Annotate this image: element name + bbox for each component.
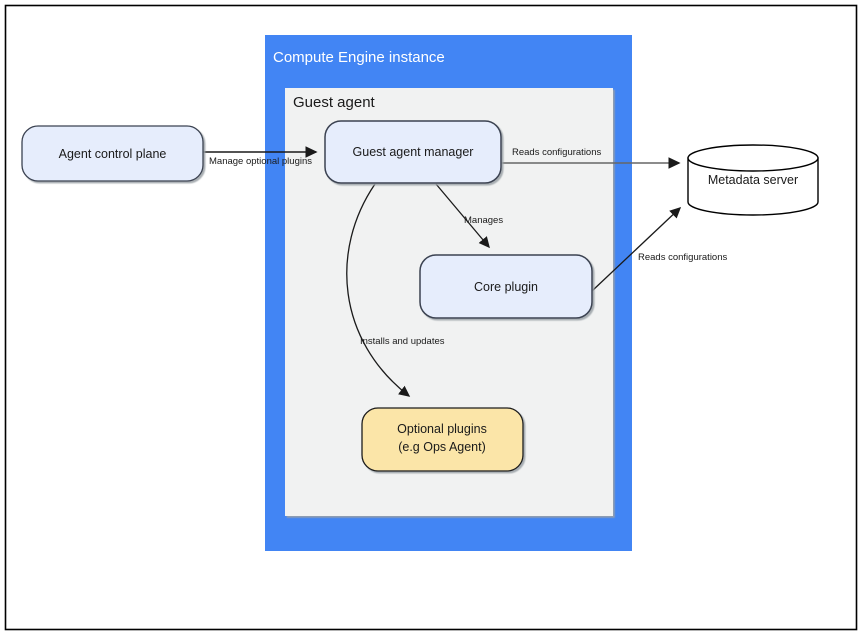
- node-core-plugin[interactable]: Core plugin: [419, 254, 593, 319]
- agent-control-plane-box[interactable]: [21, 125, 204, 182]
- guest-agent-manager-box[interactable]: [324, 120, 502, 184]
- core-plugin-label: Core plugin: [474, 280, 538, 294]
- optional-plugins-label-line2: (e.g Ops Agent): [398, 440, 486, 454]
- edge-manager-installs-optional-plugins: Installs and updates: [346, 183, 445, 397]
- core-plugin-box[interactable]: [419, 254, 593, 319]
- edge-core-plugin-reads-configurations: Reads configurations: [591, 206, 727, 292]
- edge-manager-reads-configurations: Reads configurations: [501, 147, 681, 169]
- edge-label-installs-and-updates: Installs and updates: [360, 336, 445, 347]
- edge-label-manages: Manages: [464, 215, 503, 226]
- edge-label-manage-optional-plugins: Manage optional plugins: [209, 156, 312, 167]
- node-agent-control-plane[interactable]: Agent control plane: [21, 125, 204, 182]
- edge-manager-manages-core-plugin: Manages: [435, 183, 503, 249]
- guest-agent-title: Guest agent: [293, 94, 376, 111]
- node-metadata-server[interactable]: Metadata server: [687, 144, 819, 216]
- optional-plugins-label-line1: Optional plugins: [397, 422, 487, 436]
- edge-label-manager-reads-configurations: Reads configurations: [512, 147, 601, 158]
- metadata-server-cylinder-body[interactable]: [687, 157, 819, 216]
- guest-agent-manager-label: Guest agent manager: [353, 145, 474, 159]
- agent-control-plane-label: Agent control plane: [59, 147, 167, 161]
- edge-label-core-plugin-reads-configurations: Reads configurations: [638, 252, 727, 263]
- metadata-server-label: Metadata server: [708, 173, 798, 187]
- edge-manage-optional-plugins: Manage optional plugins: [203, 146, 318, 167]
- optional-plugins-box[interactable]: [361, 407, 524, 472]
- node-optional-plugins[interactable]: Optional plugins (e.g Ops Agent): [361, 407, 524, 472]
- metadata-server-cylinder-top: [687, 144, 819, 172]
- compute-engine-instance-title: Compute Engine instance: [273, 49, 445, 66]
- node-guest-agent-manager[interactable]: Guest agent manager: [324, 120, 502, 184]
